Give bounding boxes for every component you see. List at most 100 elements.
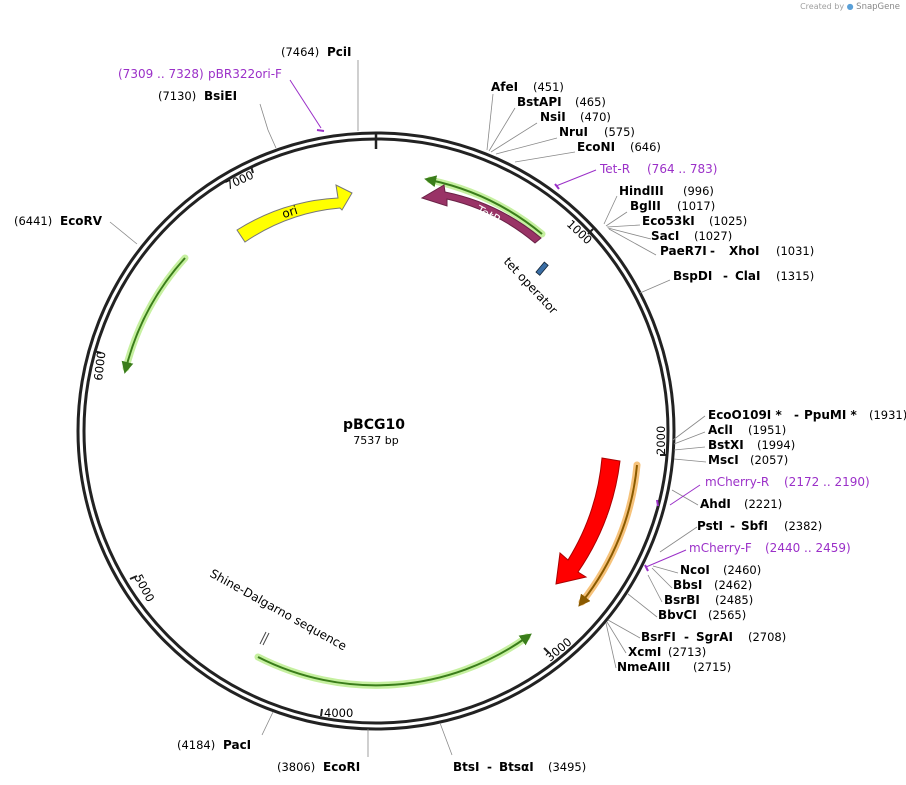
tetr-orf-arrow	[424, 175, 543, 235]
site-name: BsiEI	[204, 89, 237, 103]
site-name: SgrAI	[696, 630, 733, 644]
mcherry-arrow	[555, 457, 621, 585]
site-pos: (996)	[683, 184, 714, 198]
snapgene-logo-icon: ●	[846, 2, 854, 11]
site-pos: (2565)	[708, 608, 746, 622]
primer-marks	[316, 129, 659, 572]
site-name: AfeI	[491, 80, 518, 94]
site-name: PciI	[327, 45, 352, 59]
site-pos: (1994)	[757, 438, 795, 452]
shine-dalgarno-label: Shine-Dalgarno sequence	[208, 566, 350, 653]
site-name: BtsI	[453, 760, 480, 774]
site-pos: (4184)	[177, 738, 215, 752]
site-pos: (1017)	[677, 199, 715, 213]
ori-arrow	[236, 184, 353, 243]
snapgene-watermark: Created by ● SnapGene	[800, 2, 900, 12]
site-name: BspDI	[673, 269, 712, 283]
site-name: HindIII	[619, 184, 664, 198]
tick-label-6000: 6000	[91, 351, 108, 382]
site-pos: (2460)	[723, 563, 761, 577]
site-pos: (7464)	[281, 45, 319, 59]
primer-range: (7309 .. 7328)	[118, 67, 204, 81]
ori-feature: ori	[236, 184, 353, 243]
primer-range: (2172 .. 2190)	[784, 475, 870, 489]
site-pos: (7130)	[158, 89, 196, 103]
tick-4000	[320, 708, 323, 717]
site-pos: (2057)	[750, 453, 788, 467]
site-name: PstI	[697, 519, 723, 533]
tick-label-5000: 5000	[131, 572, 157, 604]
site-pos: (3495)	[548, 760, 586, 774]
site-name-separator: -	[730, 519, 735, 533]
site-name: EcoRV	[60, 214, 103, 228]
site-name: NruI	[559, 125, 588, 139]
tick-7000	[250, 165, 254, 174]
site-name: BstAPI	[517, 95, 562, 109]
shine-dalgarno-feature: Shine-Dalgarno sequence	[208, 566, 350, 653]
site-name-separator: -	[487, 760, 492, 774]
site-name: BglII	[630, 199, 661, 213]
primer-name: mCherry-R	[705, 475, 769, 489]
plasmid-backbone	[76, 131, 676, 731]
site-name: SacI	[651, 229, 679, 243]
site-pos: (2462)	[714, 578, 752, 592]
site-name: AclI	[708, 423, 733, 437]
site-name-separator: -	[723, 269, 728, 283]
tick-3000	[543, 647, 550, 654]
site-name: EcoO109I *	[708, 408, 782, 422]
site-name: NcoI	[680, 563, 710, 577]
site-pos: (3806)	[277, 760, 315, 774]
primer-name: Tet-R	[599, 162, 630, 176]
tick-label-4000: 4000	[324, 706, 353, 720]
site-name-separator: -	[794, 408, 799, 422]
site-name: NmeAIII	[617, 660, 670, 674]
left-orf-halo	[122, 254, 189, 372]
tick-label-2000: 2000	[654, 426, 668, 455]
site-pos: (2221)	[744, 497, 782, 511]
watermark-prefix: Created by	[800, 2, 845, 11]
site-name: Eco53kI	[642, 214, 695, 228]
tick-5000	[129, 575, 138, 580]
site-name: XcmI	[628, 645, 661, 659]
tick-marks	[93, 165, 666, 717]
site-name: EcoNI	[577, 140, 615, 154]
site-pos: (1315)	[776, 269, 814, 283]
site-name: BstXI	[708, 438, 744, 452]
site-pos: (2715)	[693, 660, 731, 674]
site-pos: (2382)	[784, 519, 822, 533]
tet-operator-feature: tet operator	[501, 254, 561, 316]
site-name: MscI	[708, 453, 739, 467]
site-name: BbsI	[673, 578, 702, 592]
site-name: XhoI	[729, 244, 760, 258]
site-name: BbvCI	[658, 608, 697, 622]
site-pos: (1025)	[709, 214, 747, 228]
site-name: EcoRI	[323, 760, 360, 774]
site-pos: (470)	[580, 110, 611, 124]
primer-name: mCherry-F	[689, 541, 752, 555]
site-name: BsrFI	[641, 630, 676, 644]
primer-leaders	[289, 79, 701, 568]
site-name: BsrBI	[664, 593, 700, 607]
site-pos: (1031)	[776, 244, 814, 258]
plasmid-length: 7537 bp	[353, 434, 398, 447]
mcherry-feature: mCherry	[555, 457, 630, 585]
restriction-sites: (7464) PciI (7130) BsiEI (6441) EcoRV Af…	[14, 45, 906, 774]
site-name-separator: -	[710, 244, 715, 258]
site-name: ClaI	[735, 269, 760, 283]
site-name: NsiI	[540, 110, 566, 124]
watermark-brand: SnapGene	[856, 2, 900, 12]
mcherry-orf-arrow	[578, 464, 638, 607]
site-pos: (451)	[533, 80, 564, 94]
site-pos: (6441)	[14, 214, 52, 228]
site-pos: (1027)	[694, 229, 732, 243]
primer-range: (2440 .. 2459)	[765, 541, 851, 555]
site-name: PacI	[223, 738, 251, 752]
site-pos: (1951)	[748, 423, 786, 437]
bottom-orf-arrow	[257, 633, 532, 687]
tet-operator-box	[535, 261, 549, 276]
leader-lines	[109, 60, 707, 757]
site-pos: (646)	[630, 140, 661, 154]
site-pos: (465)	[575, 95, 606, 109]
feature-arcs	[121, 175, 641, 689]
primer-name: pBR322ori-F	[208, 67, 282, 81]
